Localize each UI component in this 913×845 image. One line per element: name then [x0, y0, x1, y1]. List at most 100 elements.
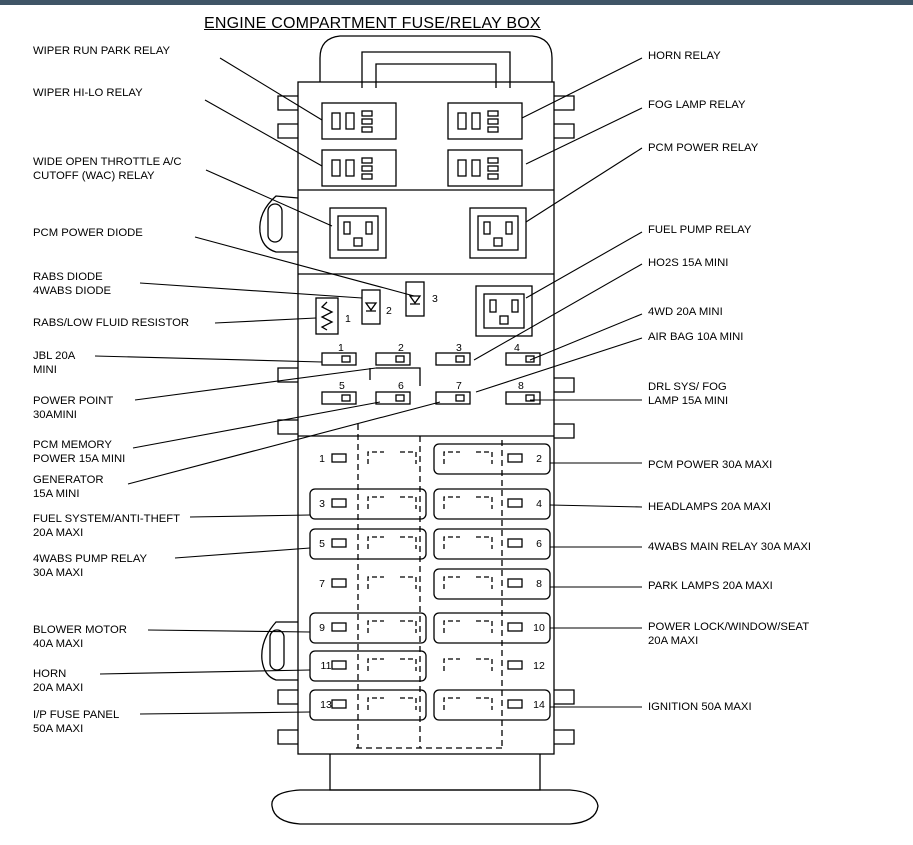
- maxi-fuse-number-10: 10: [533, 622, 545, 634]
- maxi-fuse-right-14: [433, 689, 551, 721]
- label-headlamps-20a: HEADLAMPS 20A MAXI: [648, 500, 771, 514]
- relay-terminal-small: [361, 165, 373, 172]
- maxi-dashed-guides: [356, 424, 506, 749]
- mini-fuse-number-6: 6: [398, 380, 404, 392]
- label-line: POWER POINT: [33, 395, 114, 407]
- maxi-fuse-element: [443, 496, 493, 509]
- fuel-pump-relay-block: [475, 285, 533, 337]
- relay-pin: [365, 221, 373, 235]
- resistor-zigzag: [320, 301, 334, 331]
- label-line: RABS DIODE: [33, 271, 103, 283]
- relay-pin: [343, 221, 351, 235]
- maxi-fuse-right-4: [433, 488, 551, 520]
- callout-leader-line: [134, 367, 377, 401]
- relay-pin: [483, 221, 491, 235]
- label-pcm-power-relay: PCM POWER RELAY: [648, 141, 758, 155]
- relay-terminal: [471, 112, 481, 130]
- maxi-fuse-blade: [331, 578, 347, 588]
- label-line: 4WABS MAIN RELAY 30A MAXI: [648, 541, 812, 553]
- label-line: GENERATOR: [33, 474, 104, 486]
- label-fuel-pump-relay: FUEL PUMP RELAY: [648, 223, 751, 237]
- relay-pin: [489, 299, 497, 313]
- maxi-fuse-number-12: 12: [533, 660, 545, 672]
- maxi-fuse-number-13: 13: [320, 699, 332, 711]
- mini-fuse-blade: [395, 394, 405, 402]
- callout-leader-line: [205, 169, 333, 227]
- mount-ear-upper: [259, 195, 299, 253]
- mount-ear-lower: [261, 621, 298, 681]
- label-line: 20A MAXI: [33, 527, 84, 539]
- mount-ear-slot: [267, 203, 283, 243]
- callout-leader-line: [139, 711, 311, 715]
- mini-fuse-blade: [525, 394, 535, 402]
- mini-fuse-blade: [455, 394, 465, 402]
- maxi-fuse-number-8: 8: [536, 578, 542, 590]
- maxi-fuse-blade: [507, 622, 523, 632]
- mini-fuse-number-1: 1: [338, 342, 344, 354]
- label-line: 50A MAXI: [33, 723, 84, 735]
- label-pcm-power-diode: PCM POWER DIODE: [33, 226, 143, 240]
- maxi-fuse-blade: [507, 578, 523, 588]
- label-air-bag-10a: AIR BAG 10A MINI: [648, 330, 743, 344]
- label-line: WIPER RUN PARK RELAY: [33, 45, 171, 57]
- mini-fuse-number-5: 5: [339, 380, 345, 392]
- label-line: HORN RELAY: [648, 50, 721, 62]
- maxi-fuse-element: [443, 451, 493, 464]
- label-line: IGNITION 50A MAXI: [648, 701, 752, 713]
- maxi-fuse-blade: [507, 538, 523, 548]
- diode-number-3: 3: [432, 293, 438, 305]
- label-line: LAMP 15A MINI: [648, 395, 729, 407]
- callout-leader-line: [194, 236, 415, 297]
- mini-fuse-1: [321, 352, 357, 366]
- maxi-fuse-number-11: 11: [321, 660, 332, 672]
- label-fog-lamp-relay: FOG LAMP RELAY: [648, 98, 746, 112]
- mini-fuse-blade: [455, 355, 465, 363]
- relay-inner: [483, 293, 525, 329]
- callout-leader-line: [214, 317, 317, 324]
- mini-fuse-dash: [369, 367, 421, 386]
- pcm-power-relay-block: [469, 207, 527, 259]
- wiper-run-park-relay-block: [321, 102, 397, 140]
- fog-lamp-relay-block: [447, 149, 523, 187]
- side-notch-right: [554, 95, 575, 111]
- cover-top-outline: [319, 35, 553, 82]
- callout-leader-line: [525, 147, 643, 223]
- mini-fuse-blade: [395, 355, 405, 363]
- resistor-body: [315, 297, 339, 335]
- callout-leader-line: [139, 282, 363, 299]
- callout-leader-line: [132, 401, 381, 449]
- label-line: PCM MEMORY: [33, 439, 112, 451]
- relay-terminal: [457, 112, 467, 130]
- label-line: 4WABS PUMP RELAY: [33, 553, 148, 565]
- maxi-fuse-element: [443, 620, 493, 633]
- label-ignition-50a: IGNITION 50A MAXI: [648, 700, 752, 714]
- mini-fuse-7: [435, 391, 471, 405]
- side-notch-right: [554, 689, 575, 705]
- maxi-fuse-element: [367, 620, 417, 633]
- diode-number-2: 2: [386, 305, 392, 317]
- side-notch-left: [277, 123, 298, 139]
- callout-leader-line: [127, 401, 441, 485]
- mini-fuse-blade: [341, 355, 351, 363]
- mini-fuse-number-2: 2: [398, 342, 404, 354]
- relay-terminal-small: [487, 165, 499, 172]
- label-line: RABS/LOW FLUID RESISTOR: [33, 317, 190, 329]
- wiper-hi-lo-relay-block: [321, 149, 397, 187]
- relay-terminal-small: [487, 110, 499, 117]
- label-line: PCM POWER DIODE: [33, 227, 143, 239]
- horn-relay-block: [447, 102, 523, 140]
- label-line: 15A MINI: [33, 488, 80, 500]
- mini-fuse-number-8: 8: [518, 380, 524, 392]
- side-notch-right: [554, 123, 575, 139]
- callout-leader-line: [147, 629, 311, 633]
- label-horn-relay: HORN RELAY: [648, 49, 721, 63]
- mini-fuse-number-7: 7: [456, 380, 462, 392]
